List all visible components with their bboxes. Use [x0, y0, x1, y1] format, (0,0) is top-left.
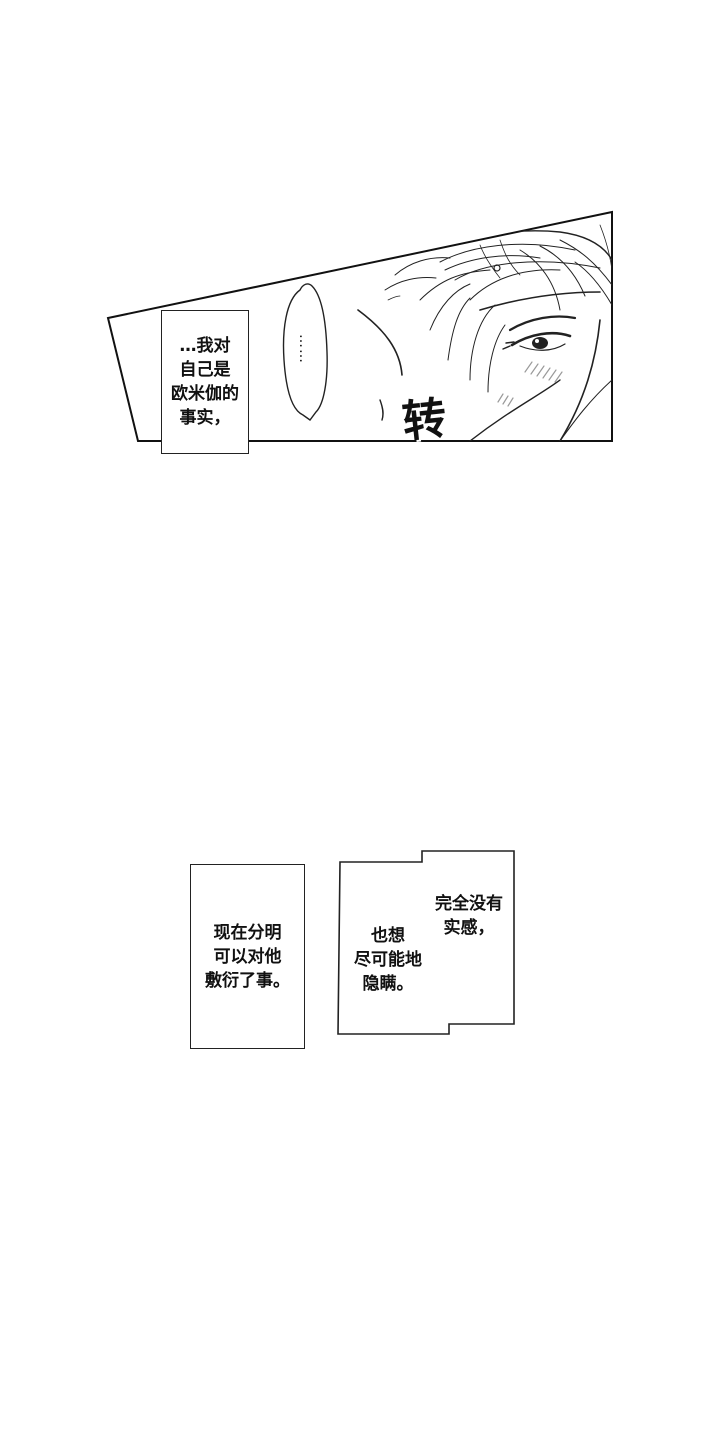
caption-text-right-lower: 也想 尽可能地 隐瞒。 — [354, 926, 422, 994]
caption-text-right-upper: 完全没有 实感， — [435, 894, 503, 938]
caption-text-omega: …我对 自己是 欧米伽的 事实， — [171, 336, 239, 428]
caption-box-omega: …我对 自己是 欧米伽的 事实， — [161, 310, 249, 454]
caption-text-left: 现在分明 可以对他 敷衍了事。 — [205, 922, 290, 991]
speech-bubble-ellipsis: …… — [296, 334, 312, 364]
caption-box-left: 现在分明 可以对他 敷衍了事。 — [190, 864, 305, 1049]
